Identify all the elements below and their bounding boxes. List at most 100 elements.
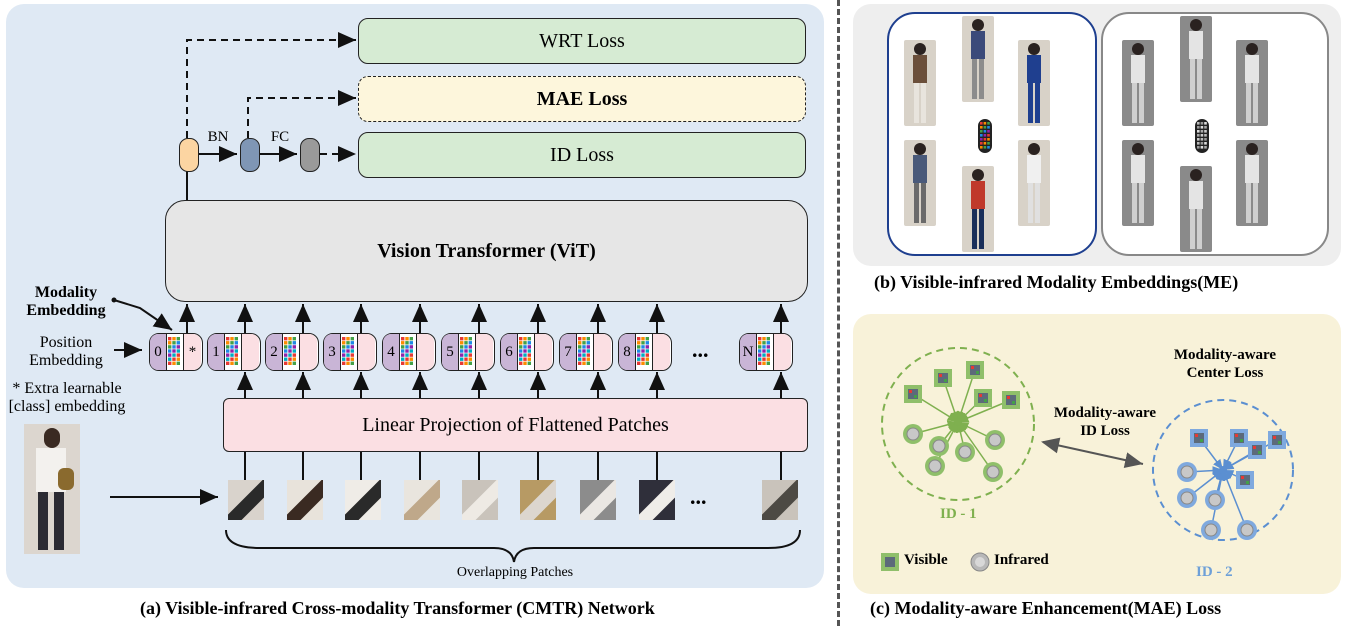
infrared-sample-icon: [1177, 488, 1197, 508]
id2-members: [1177, 429, 1286, 540]
token-1: 1: [207, 333, 261, 371]
position-embedding-4: 4: [383, 334, 400, 370]
modality-embedding-pattern: [758, 337, 770, 365]
visible-sample-icon: [1268, 431, 1286, 449]
image-patch: [762, 480, 798, 520]
modality-embedding-pattern: [226, 337, 238, 365]
id-loss-label: ID Loss: [550, 143, 614, 166]
id1-cluster: [881, 347, 1035, 501]
bn-label: BN: [207, 129, 229, 145]
cluster-center: [954, 418, 962, 426]
infrared-sample-icon: [903, 424, 923, 444]
modality-embedding-pattern: [284, 337, 296, 365]
image-patch: [345, 480, 381, 520]
token-6: 6: [500, 333, 554, 371]
token-to-vit-arrows: [179, 304, 789, 333]
id-loss-arrow: [1041, 437, 1144, 468]
id2-label: ID - 2: [1196, 564, 1233, 580]
id2-cluster: [1152, 399, 1294, 541]
visible-sample-icon: [904, 385, 922, 403]
patch-embedding-6: [534, 334, 552, 370]
position-embedding-label: Position Embedding: [29, 334, 103, 369]
position-embedding-6: 6: [501, 334, 518, 370]
infrared-person-image: [1236, 140, 1268, 226]
image-patch: [462, 480, 498, 520]
visible-person-image: [962, 16, 994, 102]
panel-c-diagram: [881, 347, 1294, 541]
visible-person-image: [904, 40, 936, 126]
infrared-sample-icon: [1201, 520, 1221, 540]
infrared-sample-icon: [1237, 520, 1257, 540]
token-4: 4: [382, 333, 436, 371]
caption-c: (c) Modality-aware Enhancement(MAE) Loss: [870, 598, 1222, 618]
token-ellipsis: ...: [692, 337, 709, 362]
visible-person-image: [904, 140, 936, 226]
center-loss-label: Modality-aware Center Loss: [1173, 347, 1277, 381]
visible-sample-icon: [974, 389, 992, 407]
patch-embedding-N: [773, 334, 791, 370]
visible-sample-icon: [1002, 391, 1020, 409]
fc-label: FC: [270, 129, 290, 145]
patch-embedding-3: [357, 334, 375, 370]
panel-a-connectors: [110, 32, 801, 563]
bn-feature-node: [240, 138, 260, 172]
infrared-person-image: [1180, 166, 1212, 252]
visible-sample-icon: [1248, 441, 1266, 459]
position-embedding-0: 0: [150, 334, 167, 370]
overlapping-patches-label: Overlapping Patches: [456, 565, 574, 580]
arrow-to-wrt-loss: [186, 32, 356, 138]
vit-label: Vision Transformer (ViT): [377, 239, 596, 262]
legend-infrared-label: Infrared: [994, 552, 1049, 568]
fc-feature-node: [300, 138, 320, 172]
id-loss-label-c: Modality-aware ID Loss: [1053, 405, 1157, 439]
image-patch: [520, 480, 556, 520]
infrared-person-image: [1122, 140, 1154, 226]
visible-sample-icon: [1230, 429, 1248, 447]
position-embedding-5: 5: [442, 334, 459, 370]
image-patch: [228, 480, 264, 520]
projection-label: Linear Projection of Flattened Patches: [362, 413, 669, 436]
token-5: 5: [441, 333, 495, 371]
infrared-sample-icon: [985, 430, 1005, 450]
position-embedding-8: 8: [619, 334, 636, 370]
patch-embedding-2: [299, 334, 317, 370]
position-embedding-1: 1: [208, 334, 225, 370]
token-8: 8: [618, 333, 672, 371]
modality-embedding-pattern: [401, 337, 413, 365]
infrared-sample-icon: [983, 462, 1003, 482]
patch-embedding-5: [475, 334, 493, 370]
patch-embedding-4: [416, 334, 434, 370]
caption-b: (b) Visible-infrared Modality Embeddings…: [874, 272, 1239, 292]
modality-embedding-pattern: [168, 337, 180, 365]
visible-sample-icon: [1236, 471, 1254, 489]
infrared-person-image: [1122, 40, 1154, 126]
token-3: 3: [323, 333, 377, 371]
wrt-loss-box: WRT Loss: [358, 18, 806, 64]
mae-loss-box: MAE Loss: [358, 76, 806, 122]
class-token-star: *: [183, 334, 201, 370]
token-2: 2: [265, 333, 319, 371]
arrow-modality-embedding: [113, 299, 173, 331]
image-patch: [287, 480, 323, 520]
token-7: 7: [559, 333, 613, 371]
id1-label: ID - 1: [940, 506, 977, 522]
mae-loss-label: MAE Loss: [536, 87, 628, 110]
visible-person-image: [1018, 40, 1050, 126]
panel-divider: [837, 0, 840, 626]
infrared-person-image: [1180, 16, 1212, 102]
modality-embedding-pattern: [637, 337, 649, 365]
position-embedding-7: 7: [560, 334, 577, 370]
modality-embedding-label: Modality Embedding: [26, 284, 106, 319]
visible-sample-icon: [966, 361, 984, 379]
patch-to-projection-lines: [244, 451, 782, 480]
infrared-sample-icon: [1205, 490, 1225, 510]
infrared-legend-icon: [970, 552, 990, 572]
cluster-center: [1219, 466, 1227, 474]
infrared-person-image: [1236, 40, 1268, 126]
modality-embedding-pattern: [578, 337, 590, 365]
linear-projection-box: Linear Projection of Flattened Patches: [223, 398, 808, 452]
visible-modality-embedding-icon: [978, 119, 992, 153]
overlapping-patches-brace: [225, 529, 801, 563]
infrared-sample-icon: [955, 442, 975, 462]
patch-embedding-1: [241, 334, 259, 370]
